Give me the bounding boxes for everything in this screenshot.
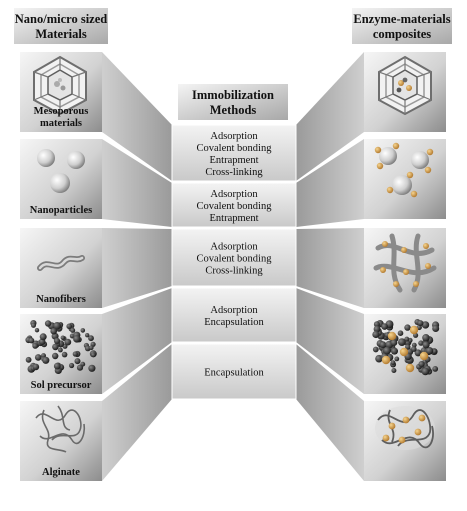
left-header-box <box>14 8 108 44</box>
method-item: Adsorption <box>210 189 258 200</box>
right-funnel <box>296 52 364 181</box>
method-panel <box>171 124 297 182</box>
method-panel <box>171 343 297 400</box>
right-funnel <box>296 344 364 481</box>
right-header-line-2: composites <box>373 27 431 41</box>
left-header-line-2: Materials <box>35 27 87 41</box>
sol-gel-enzyme-icon <box>372 319 440 376</box>
spheres-icon <box>37 149 85 193</box>
left-funnel <box>102 52 172 181</box>
hexagon-enzyme-composite-icon <box>378 55 432 116</box>
material-label: Sol precursor <box>31 380 92 391</box>
center-header-box <box>178 84 288 120</box>
method-item: Adsorption <box>210 131 258 142</box>
left-funnel <box>102 288 172 394</box>
method-item: Adsorption <box>210 305 258 316</box>
method-item: Adsorption <box>210 242 258 253</box>
method-panel <box>171 228 297 287</box>
method-item: Cross-linking <box>205 266 263 277</box>
right-header-line-1: Enzyme-materials <box>353 12 450 26</box>
alginate-strands-icon <box>35 405 86 453</box>
method-item: Encapsulation <box>204 368 264 379</box>
method-item: Covalent bonding <box>197 201 273 212</box>
right-header-box <box>352 8 452 44</box>
right-funnel <box>296 288 364 394</box>
left-header-line-1: Nano/micro sized <box>15 12 108 26</box>
method-item: Covalent bonding <box>197 254 273 265</box>
funnel-connectors <box>102 52 364 481</box>
material-box <box>20 401 102 481</box>
method-item: Entrapment <box>210 155 259 166</box>
material-label: Nanoparticles <box>30 205 92 216</box>
left-funnel <box>102 139 172 227</box>
right-funnel <box>296 228 364 308</box>
method-item: Entrapment <box>210 213 259 224</box>
material-label: Mesoporous <box>34 106 89 117</box>
hexagon-mesoporous-icon <box>33 55 87 116</box>
spheres-enzyme-composite-icon <box>374 142 434 198</box>
center-header-line-1: Immobilization <box>192 88 274 102</box>
method-item: Encapsulation <box>204 317 264 328</box>
sol-particles-icon <box>25 320 97 374</box>
method-item: Cross-linking <box>205 167 263 178</box>
material-label: Nanofibers <box>36 294 86 305</box>
right-funnel <box>296 139 364 227</box>
center-header-line-2: Methods <box>210 103 257 117</box>
method-item: Covalent bonding <box>197 143 273 154</box>
left-funnel <box>102 344 172 481</box>
left-funnel <box>102 228 172 308</box>
method-panel <box>171 287 297 343</box>
material-label: Alginate <box>42 467 80 478</box>
alginate-enzyme-capsule-icon <box>375 406 435 450</box>
material-label: materials <box>40 118 82 129</box>
fiber-enzyme-network-icon <box>373 233 437 293</box>
fiber-icon <box>37 255 85 271</box>
method-panel <box>171 182 297 228</box>
